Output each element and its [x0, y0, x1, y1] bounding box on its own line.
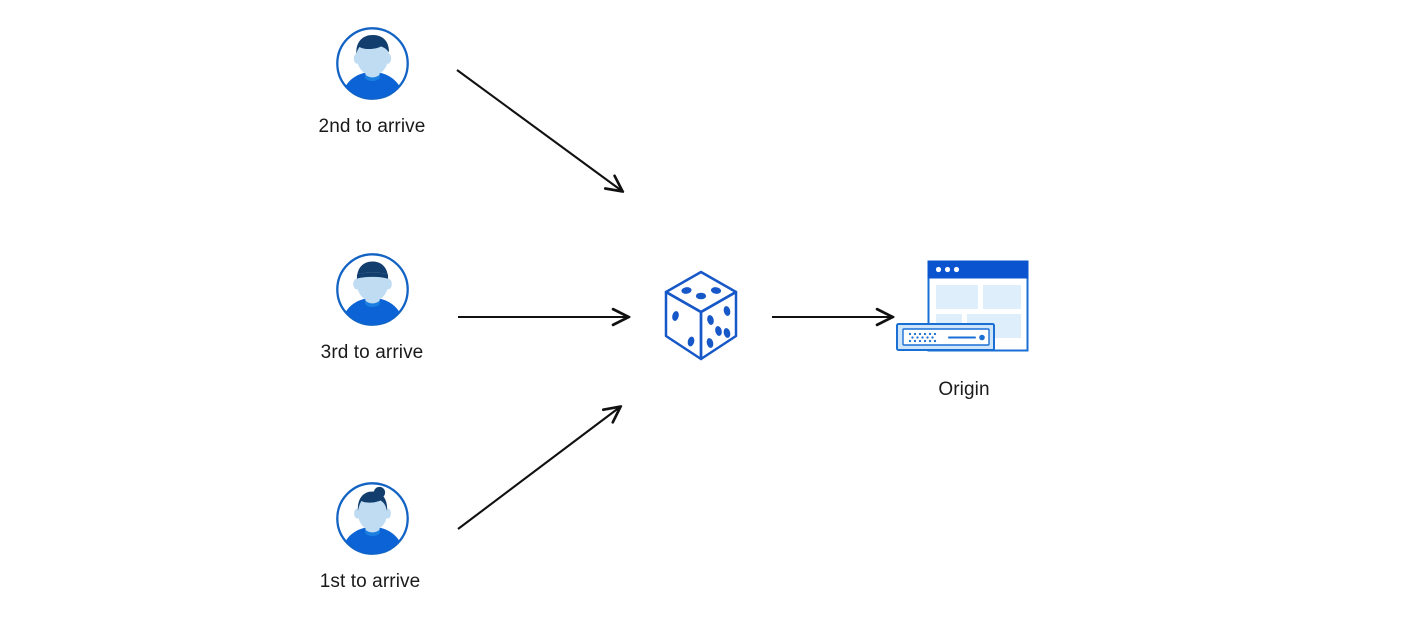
client-node-bottom[interactable]	[334, 480, 411, 557]
client-node-middle[interactable]	[334, 251, 411, 328]
client-label-middle: 3rd to arrive	[320, 342, 424, 363]
random-balancer-node[interactable]	[661, 269, 741, 363]
server-device-icon	[896, 323, 995, 351]
dice-icon	[664, 270, 738, 361]
user-avatar-icon	[336, 253, 409, 326]
client-label-bottom: 1st to arrive	[319, 571, 421, 592]
user-avatar-icon	[336, 482, 409, 555]
client-node-top[interactable]	[334, 25, 411, 102]
origin-server-icon	[896, 260, 1029, 352]
user-avatar-icon	[336, 27, 409, 100]
arrow-client-bottom-to-balancer	[457, 407, 620, 530]
arrow-client-top-to-balancer	[456, 69, 622, 191]
client-label-top: 2nd to arrive	[318, 116, 426, 137]
origin-node[interactable]	[893, 258, 1035, 360]
origin-label: Origin	[938, 379, 990, 400]
